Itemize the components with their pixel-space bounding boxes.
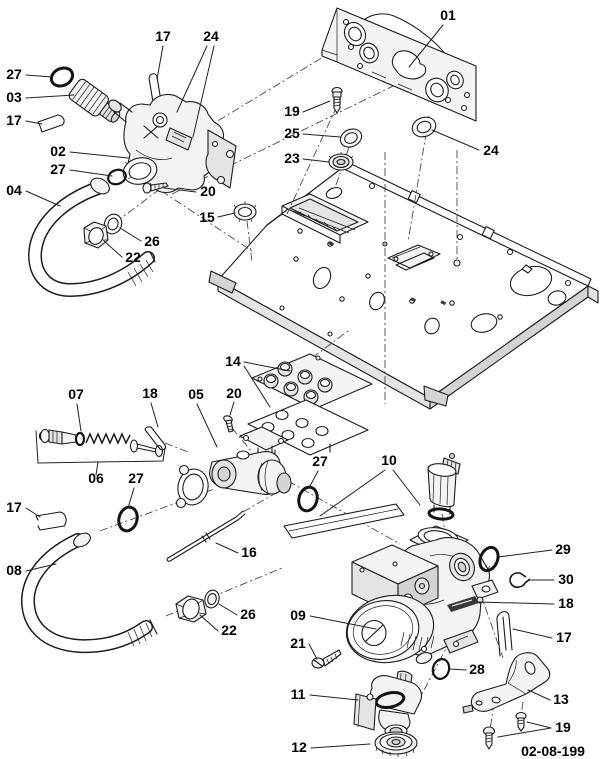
part-29-oring bbox=[478, 545, 500, 573]
callout-19a: 19 bbox=[284, 103, 300, 119]
part-04-pipe bbox=[28, 177, 156, 298]
callout-02: 02 bbox=[50, 143, 66, 159]
part-08-pipe bbox=[21, 532, 158, 654]
part-01-control-panel-bracket bbox=[321, 7, 477, 122]
part-15-grommet bbox=[233, 201, 257, 223]
part-28-oring bbox=[431, 658, 451, 680]
callout-27c: 27 bbox=[128, 470, 144, 486]
callout-24a: 24 bbox=[203, 28, 219, 44]
callout-18b: 18 bbox=[558, 595, 574, 611]
part-27-oring-mid bbox=[107, 168, 127, 186]
part-21-screw bbox=[311, 649, 342, 669]
leader-lines bbox=[25, 24, 555, 749]
callout-labels: 01 17 24 27 03 17 02 27 04 20 26 22 19 2… bbox=[6, 7, 574, 755]
callout-24b: 24 bbox=[483, 142, 499, 158]
part-07-spring-assembly bbox=[38, 428, 164, 458]
part-05-valve bbox=[175, 426, 292, 509]
part-22-nut-lower bbox=[175, 595, 207, 623]
part-22-nut-left bbox=[83, 221, 109, 249]
callout-01: 01 bbox=[440, 7, 456, 23]
part-16-probe-pin bbox=[166, 510, 246, 562]
part-27-oring-top bbox=[49, 66, 75, 88]
callout-07: 07 bbox=[68, 386, 84, 402]
part-18-clip-left bbox=[144, 426, 167, 451]
part-03-ribbed-fitting bbox=[68, 78, 121, 123]
callout-25: 25 bbox=[284, 125, 300, 141]
callout-17b: 17 bbox=[6, 112, 22, 128]
part-24-ring-right bbox=[411, 116, 437, 138]
callout-12: 12 bbox=[291, 739, 307, 755]
part-base-pan bbox=[208, 160, 599, 410]
part-26-ring-lower bbox=[204, 589, 220, 609]
part-19-screws-bottom bbox=[482, 711, 527, 750]
callout-15: 15 bbox=[199, 209, 215, 225]
part-13-bracket bbox=[462, 652, 551, 714]
callout-23: 23 bbox=[284, 150, 300, 166]
callout-27a: 27 bbox=[6, 66, 22, 82]
callout-27b: 27 bbox=[50, 161, 66, 177]
callout-20a: 20 bbox=[200, 183, 216, 199]
part-26-ring-left bbox=[103, 213, 123, 235]
callout-03: 03 bbox=[6, 89, 22, 105]
part-27-oring-valve bbox=[117, 505, 139, 533]
callout-17d: 17 bbox=[556, 629, 572, 645]
callout-14: 14 bbox=[225, 353, 241, 369]
part-06-bracket bbox=[35, 430, 166, 464]
part-10-air-vent bbox=[427, 452, 461, 521]
part-19-screw-top bbox=[331, 86, 343, 114]
callout-19b: 19 bbox=[555, 719, 571, 735]
doc-number: 02-08-199 bbox=[521, 743, 585, 759]
part-14-manifold bbox=[247, 353, 373, 459]
callout-13: 13 bbox=[553, 691, 569, 707]
callout-22a: 22 bbox=[125, 249, 141, 265]
callout-16: 16 bbox=[241, 544, 257, 560]
part-25-ring bbox=[339, 128, 363, 148]
callout-17a: 17 bbox=[155, 28, 171, 44]
callout-28: 28 bbox=[469, 661, 485, 677]
callout-22b: 22 bbox=[221, 622, 237, 638]
part-17-clip-lower-left bbox=[35, 511, 67, 531]
part-17-folded-pin-right bbox=[496, 611, 513, 657]
part-02-valve-body bbox=[108, 93, 237, 194]
part-27-oring-pump bbox=[297, 485, 319, 513]
part-11-relief-valve bbox=[353, 670, 423, 738]
part-10-gasket-strip bbox=[283, 503, 405, 539]
callout-17c: 17 bbox=[6, 499, 22, 515]
part-20-screw-left bbox=[142, 182, 169, 194]
callout-11: 11 bbox=[291, 686, 306, 702]
callout-29: 29 bbox=[555, 541, 571, 557]
part-12-washer bbox=[374, 731, 418, 757]
callout-30: 30 bbox=[558, 571, 574, 587]
part-30-clip bbox=[509, 572, 531, 588]
callout-26b: 26 bbox=[240, 606, 256, 622]
callout-04: 04 bbox=[6, 182, 22, 198]
callout-21: 21 bbox=[290, 635, 306, 651]
part-09-pump bbox=[345, 525, 499, 664]
callout-10: 10 bbox=[381, 452, 397, 468]
part-17-clip-left bbox=[37, 114, 65, 133]
callout-26a: 26 bbox=[144, 233, 160, 249]
callout-18a: 18 bbox=[142, 385, 158, 401]
callout-20b: 20 bbox=[226, 385, 242, 401]
part-18-strip bbox=[447, 596, 479, 612]
callout-08: 08 bbox=[6, 562, 22, 578]
callout-27d: 27 bbox=[312, 453, 328, 469]
callout-06: 06 bbox=[88, 470, 104, 486]
part-23-grommet bbox=[328, 152, 354, 171]
callout-09: 09 bbox=[290, 607, 306, 623]
callout-05: 05 bbox=[188, 386, 204, 402]
part-20-screw-mid bbox=[223, 415, 234, 433]
